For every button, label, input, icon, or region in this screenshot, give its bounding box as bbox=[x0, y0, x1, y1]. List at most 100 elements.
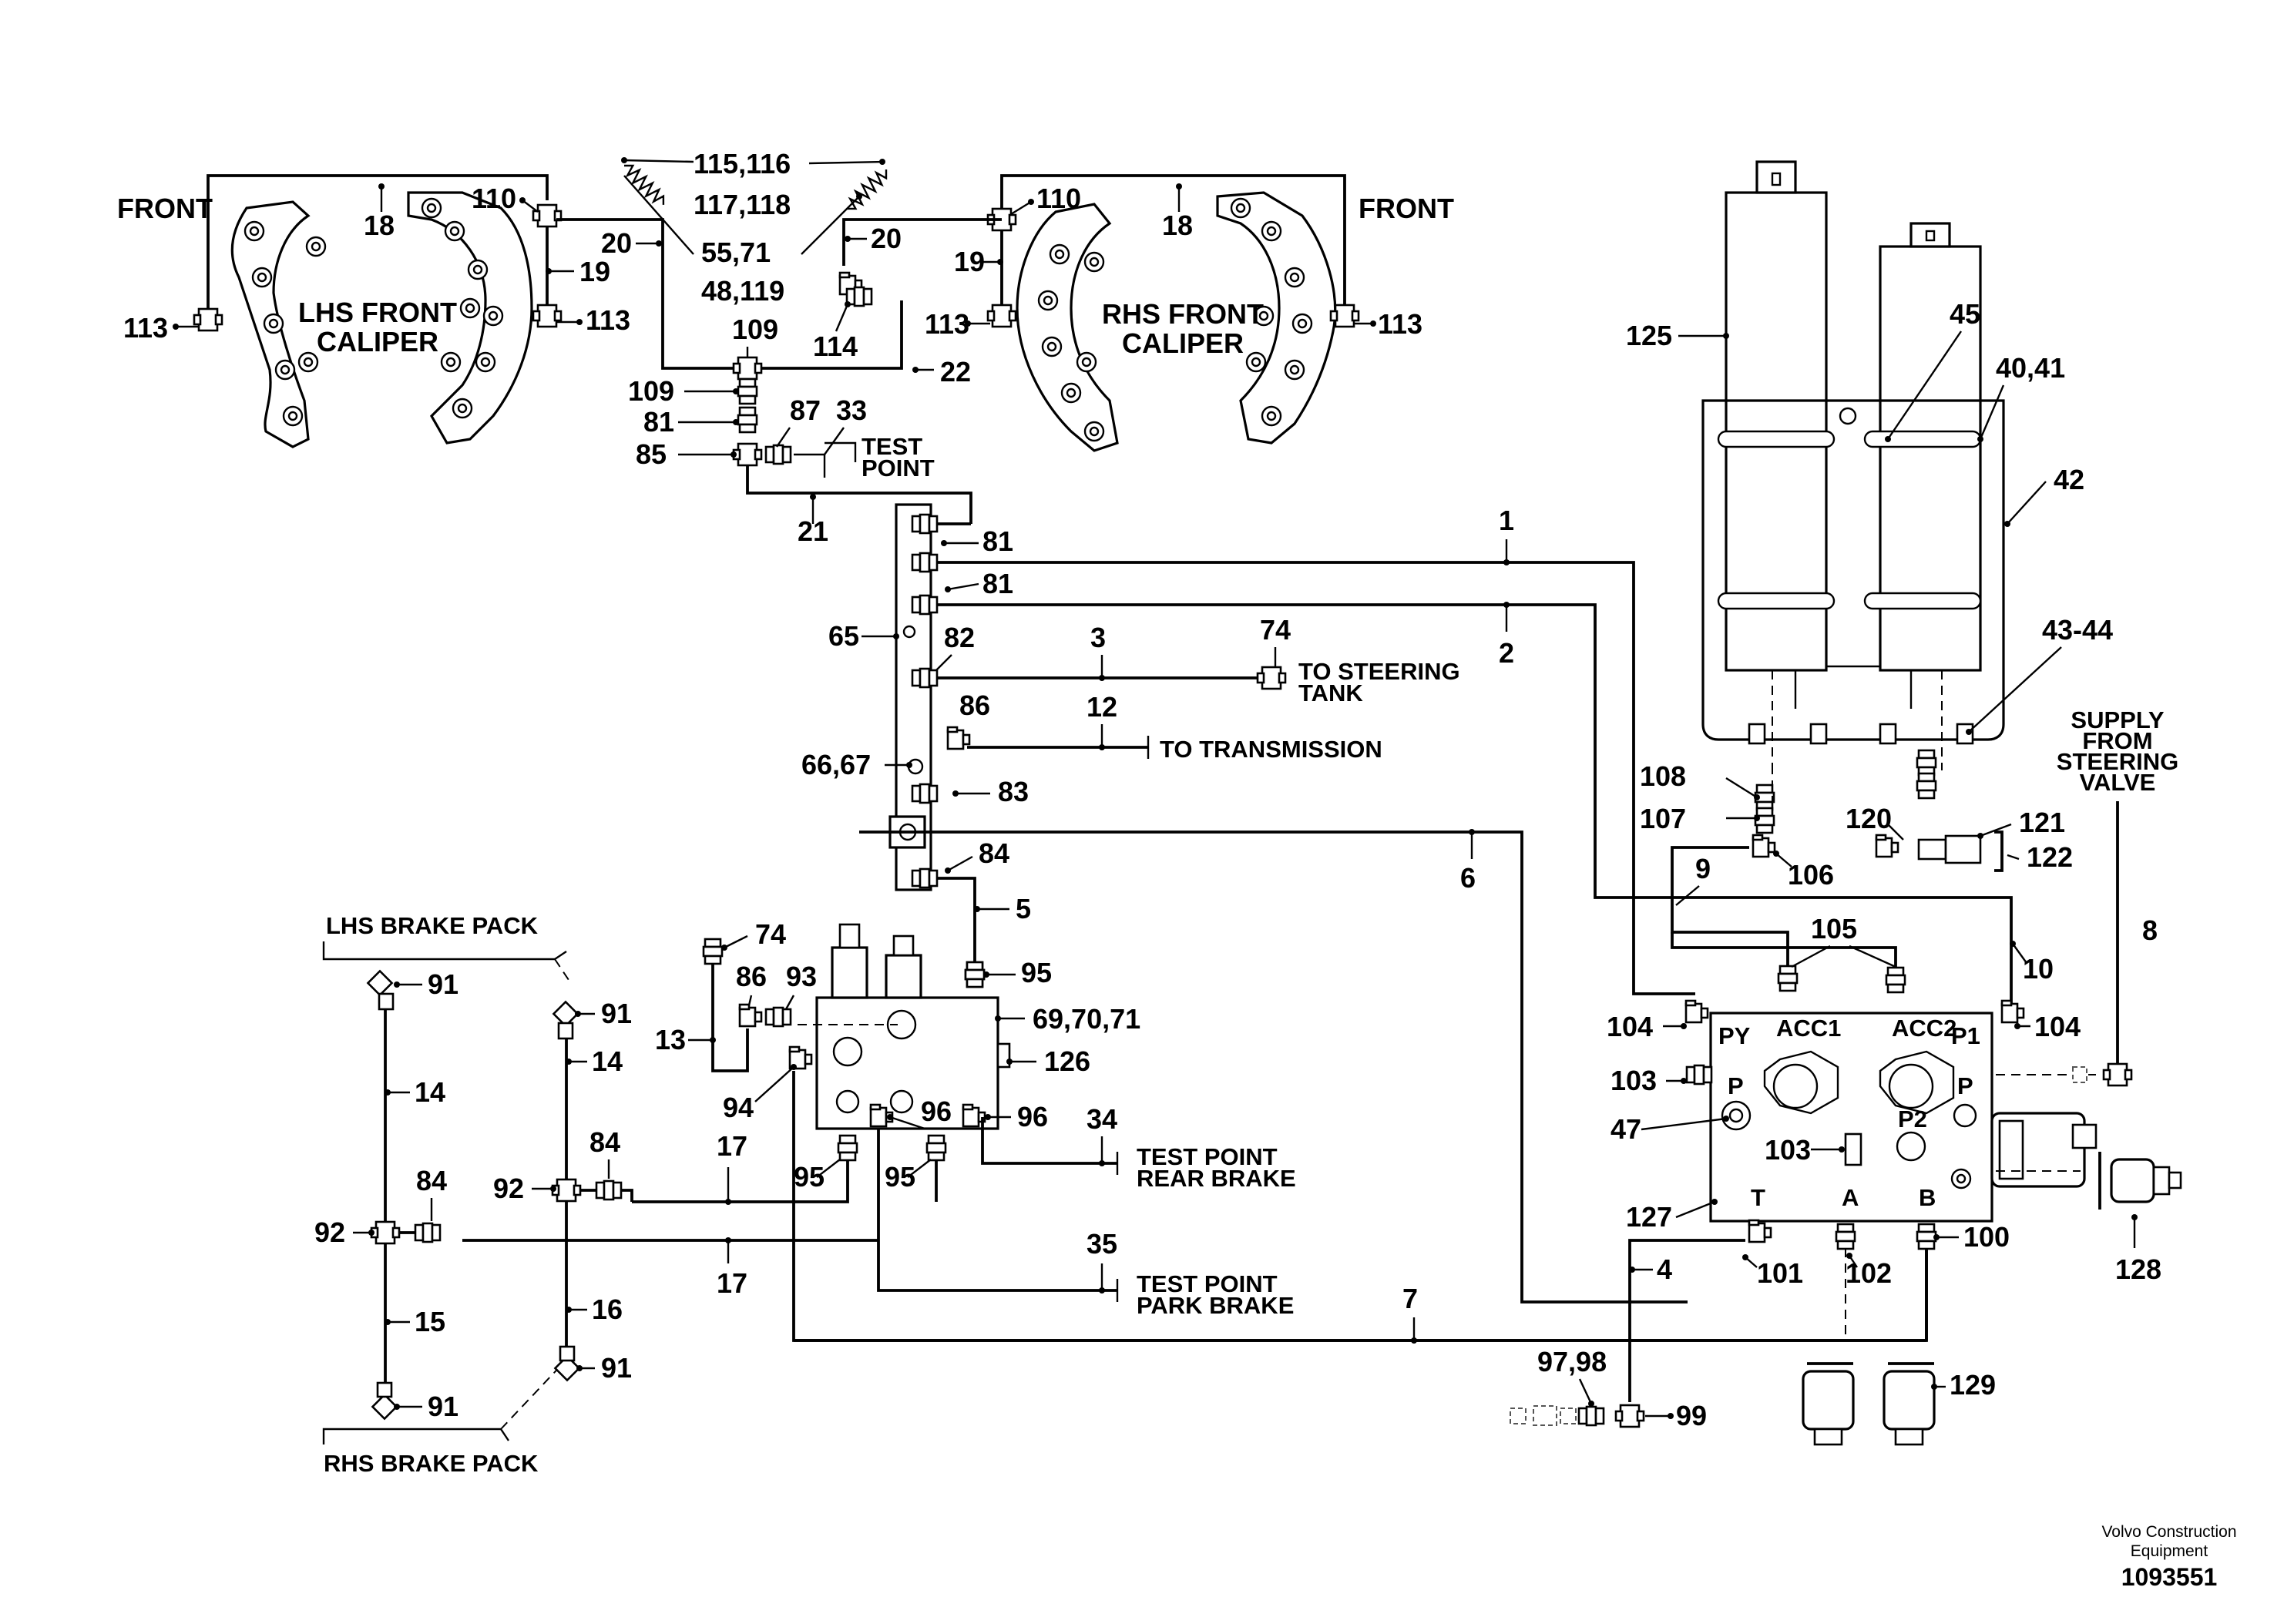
park-brake-2: PARK BRAKE bbox=[1137, 1292, 1294, 1319]
bp-92-lhs: 92 bbox=[314, 1216, 345, 1248]
bv-94: 94 bbox=[723, 1092, 754, 1123]
port-p-right: P bbox=[1957, 1072, 1973, 1099]
footer-company-2: Equipment bbox=[2131, 1542, 2208, 1560]
port-b: B bbox=[1919, 1184, 1936, 1211]
rhs-110: 110 bbox=[1036, 183, 1081, 214]
n33: 33 bbox=[836, 394, 867, 426]
cv-106: 106 bbox=[1788, 859, 1834, 891]
test-point-1: TEST bbox=[862, 433, 922, 460]
pipe-2: 2 bbox=[1499, 637, 1514, 669]
port-py: PY bbox=[1718, 1022, 1751, 1049]
cv-108: 108 bbox=[1640, 760, 1686, 792]
bv-126: 126 bbox=[1044, 1045, 1090, 1077]
accumulator-43-44: 43-44 bbox=[2042, 614, 2113, 646]
accumulator-42: 42 bbox=[2054, 464, 2084, 495]
park-brake-1: TEST POINT bbox=[1137, 1270, 1278, 1297]
rhs-19: 19 bbox=[954, 246, 985, 277]
manifold-74: 74 bbox=[1260, 614, 1291, 646]
cv-121: 121 bbox=[2019, 807, 2065, 838]
supply-line-4: VALVE bbox=[2080, 769, 2156, 796]
manifold-84: 84 bbox=[979, 837, 1009, 869]
to-transmission: TO TRANSMISSION bbox=[1160, 736, 1382, 763]
cv-103-center: 103 bbox=[1765, 1134, 1811, 1166]
pipe-34: 34 bbox=[1087, 1103, 1117, 1135]
port-p2: P2 bbox=[1898, 1106, 1927, 1132]
bv-95-c: 95 bbox=[1021, 957, 1052, 988]
rhs-caliper-label-2: CALIPER bbox=[1122, 327, 1244, 359]
pipe-15: 15 bbox=[415, 1306, 445, 1337]
bp-91-b: 91 bbox=[601, 998, 632, 1029]
lhs-113-right: 113 bbox=[586, 304, 630, 336]
lhs-113-left: 113 bbox=[123, 312, 168, 344]
cv-101: 101 bbox=[1757, 1257, 1803, 1289]
pipe-7: 7 bbox=[1402, 1283, 1418, 1314]
n81-top: 81 bbox=[643, 406, 674, 438]
manifold-81-a: 81 bbox=[982, 525, 1013, 557]
cv-105: 105 bbox=[1811, 913, 1857, 945]
port-acc2: ACC2 bbox=[1892, 1015, 1956, 1042]
accumulator-125: 125 bbox=[1626, 320, 1672, 351]
supply-line-2: FROM bbox=[2082, 727, 2152, 754]
rhs-18: 18 bbox=[1162, 210, 1193, 241]
pipe-13: 13 bbox=[655, 1024, 686, 1055]
lhs-91-fitting bbox=[366, 969, 395, 1011]
bv-74: 74 bbox=[755, 918, 786, 950]
lhs-caliper-label-2: CALIPER bbox=[317, 326, 438, 357]
cv-129: 129 bbox=[1950, 1369, 1996, 1401]
manifold-82: 82 bbox=[944, 622, 975, 653]
pipe-3: 3 bbox=[1090, 622, 1106, 653]
lhs-front-caliper: LHS FRONT CALIPER bbox=[230, 191, 533, 448]
rear-brake-2: REAR BRAKE bbox=[1137, 1165, 1296, 1192]
rhs-113-right: 113 bbox=[1378, 308, 1422, 340]
cv-97-98: 97,98 bbox=[1537, 1346, 1607, 1377]
lhs-19: 19 bbox=[579, 256, 610, 287]
bp-92-rhs: 92 bbox=[493, 1173, 524, 1204]
bp-91-d: 91 bbox=[428, 1391, 458, 1422]
n22: 22 bbox=[940, 356, 971, 388]
accumulator-40-41: 40,41 bbox=[1996, 352, 2065, 384]
manifold-66-67: 66,67 bbox=[801, 749, 871, 780]
to-steering-tank-2: TANK bbox=[1298, 679, 1363, 706]
rhs-brake-pack: RHS BRAKE PACK bbox=[324, 1450, 539, 1477]
bp-84-rhs: 84 bbox=[589, 1126, 620, 1158]
cv-128: 128 bbox=[2115, 1253, 2161, 1285]
bv-86: 86 bbox=[736, 961, 767, 992]
pipe-20-left: 20 bbox=[601, 227, 632, 259]
bv-96-b: 96 bbox=[1017, 1101, 1048, 1132]
port-p-left: P bbox=[1728, 1072, 1744, 1099]
rhs-front-label: FRONT bbox=[1359, 193, 1454, 224]
rhs-113-left: 113 bbox=[925, 308, 969, 340]
supply-line-1: SUPPLY bbox=[2071, 706, 2165, 733]
pipe-8: 8 bbox=[2142, 914, 2158, 946]
pipe-14-rhs: 14 bbox=[592, 1045, 623, 1077]
bp-91-a: 91 bbox=[428, 968, 458, 1000]
port-t: T bbox=[1751, 1184, 1765, 1211]
lhs-18: 18 bbox=[364, 210, 395, 241]
manifold-81-b: 81 bbox=[982, 568, 1013, 599]
supply-line-3: STEERING bbox=[2057, 748, 2178, 775]
springs-115-116: 115,116 bbox=[694, 148, 791, 180]
pipe-12: 12 bbox=[1087, 691, 1117, 723]
rhs-front-caliper: RHS FRONT CALIPER bbox=[1016, 191, 1337, 452]
cv-47: 47 bbox=[1611, 1113, 1641, 1145]
pipe-35: 35 bbox=[1087, 1228, 1117, 1260]
lhs-brake-pack: LHS BRAKE PACK bbox=[326, 912, 539, 939]
footer-company-1: Volvo Construction bbox=[2101, 1523, 2236, 1541]
port-p1: P1 bbox=[1951, 1022, 1980, 1049]
n87: 87 bbox=[790, 394, 821, 426]
manifold-65: 65 bbox=[828, 620, 859, 652]
rear-brake-1: TEST POINT bbox=[1137, 1143, 1278, 1170]
to-steering-tank-1: TO STEERING bbox=[1298, 658, 1460, 685]
springs-48-119: 48,119 bbox=[701, 275, 784, 307]
pipe-16: 16 bbox=[592, 1293, 623, 1325]
bv-96-a: 96 bbox=[921, 1096, 952, 1127]
manifold-86: 86 bbox=[959, 690, 990, 721]
bv-95-a: 95 bbox=[794, 1161, 825, 1193]
springs-55-71: 55,71 bbox=[701, 237, 771, 268]
lhs-110: 110 bbox=[472, 183, 516, 214]
footer-drawing-number: 1093551 bbox=[2121, 1563, 2218, 1591]
bv-69-70-71: 69,70,71 bbox=[1033, 1003, 1140, 1035]
port-a: A bbox=[1842, 1184, 1859, 1211]
bv-93: 93 bbox=[786, 961, 817, 992]
